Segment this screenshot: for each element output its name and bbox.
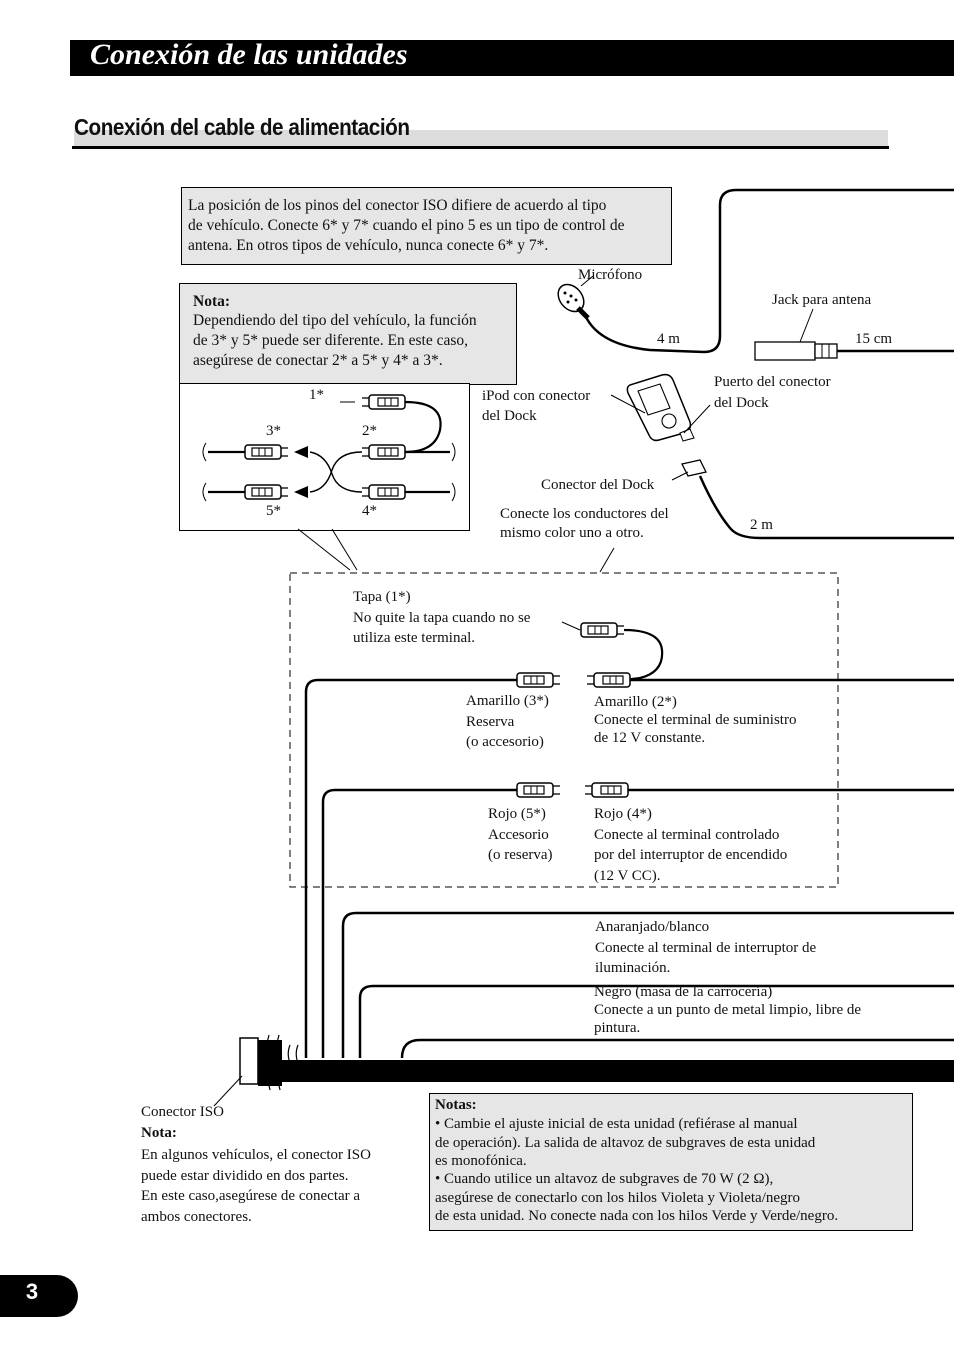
dock-length-label: 2 m <box>750 517 773 533</box>
section-title-underline <box>72 146 889 149</box>
yellow-3-label: Amarillo (3*) Reserva (o accesorio) <box>466 693 549 750</box>
iso-connector-nota-title: Nota: <box>141 1125 177 1141</box>
notas-item-1: • Cambie el ajuste inicial de esta unida… <box>435 1116 816 1169</box>
notas-item-2: • Cuando utilice un altavoz de subgraves… <box>435 1171 839 1224</box>
black-ground-label: Negro (masa de la carrocería) Conecte a … <box>594 984 862 1036</box>
nota-title: Nota: <box>193 293 231 310</box>
same-color-label: Conecte los conductores del mismo color … <box>500 506 669 541</box>
page-number-tab <box>0 1275 78 1317</box>
nota-text: Dependiendo del tipo del vehículo, la fu… <box>193 312 477 369</box>
pin-4-label: 4* <box>362 503 377 519</box>
dock-port-label: Puerto del conector del Dock <box>714 374 831 411</box>
cap-label: Tapa (1*) No quite la tapa cuando no se … <box>353 589 531 646</box>
section-title: Conexión del cable de alimentación <box>74 114 410 140</box>
notas-title: Notas: <box>435 1097 477 1113</box>
ipod-drawing <box>626 373 695 442</box>
iso-note-box <box>181 187 672 265</box>
microphone-label: Micrófono <box>578 267 643 283</box>
iso-connector-title: Conector ISO <box>141 1104 224 1120</box>
iso-connector-body <box>258 1040 282 1086</box>
harness-bundle <box>282 1060 954 1082</box>
iso-connector-nota-text: En algunos vehículos, el conector ISO pu… <box>141 1147 371 1225</box>
antenna-jack-drawing <box>754 341 954 361</box>
harness-wires <box>287 678 954 1066</box>
page-number: 3 <box>25 1279 39 1304</box>
notas-box <box>429 1093 913 1231</box>
header-bar <box>70 40 954 76</box>
pin-2-label: 2* <box>362 423 377 439</box>
iso-note-text: La posición de los pinos del conector IS… <box>188 197 625 254</box>
mic-length-label: 4 m <box>657 331 680 347</box>
ipod-label: iPod con conector del Dock <box>482 388 591 424</box>
iso-connector-plug <box>239 1037 259 1085</box>
red-4-label: Rojo (4*) Conecte al terminal controlado… <box>594 806 788 884</box>
dashed-region <box>289 572 839 888</box>
dock-connector-drawing <box>681 459 954 540</box>
arrow-to-3 <box>294 446 308 458</box>
dock-connector-label: Conector del Dock <box>541 477 655 493</box>
cap-loop-wire <box>623 628 664 682</box>
red-5-label: Rojo (5*) Accesorio (o reserva) <box>488 806 553 863</box>
pin-3-label: 3* <box>266 423 281 439</box>
antenna-jack-label: Jack para antena <box>772 292 872 308</box>
microphone-drawing <box>557 188 954 354</box>
antenna-length-label: 15 cm <box>855 331 893 347</box>
section-title-band <box>74 130 888 147</box>
pin-1-label: 1* <box>309 387 324 403</box>
page-header-title: Conexión de las unidades <box>90 38 408 71</box>
inset-wires <box>202 400 456 502</box>
pin-inset-box <box>179 383 470 531</box>
yellow-2-label: Amarillo (2*) Conecte el terminal de sum… <box>594 694 797 746</box>
callout-lines <box>297 528 358 571</box>
nota-box <box>179 283 517 385</box>
arrow-to-5 <box>294 486 308 498</box>
pin-5-label: 5* <box>266 503 281 519</box>
cap-connector <box>580 622 625 638</box>
orange-white-label: Anaranjado/blanco Conecte al terminal de… <box>595 919 817 976</box>
